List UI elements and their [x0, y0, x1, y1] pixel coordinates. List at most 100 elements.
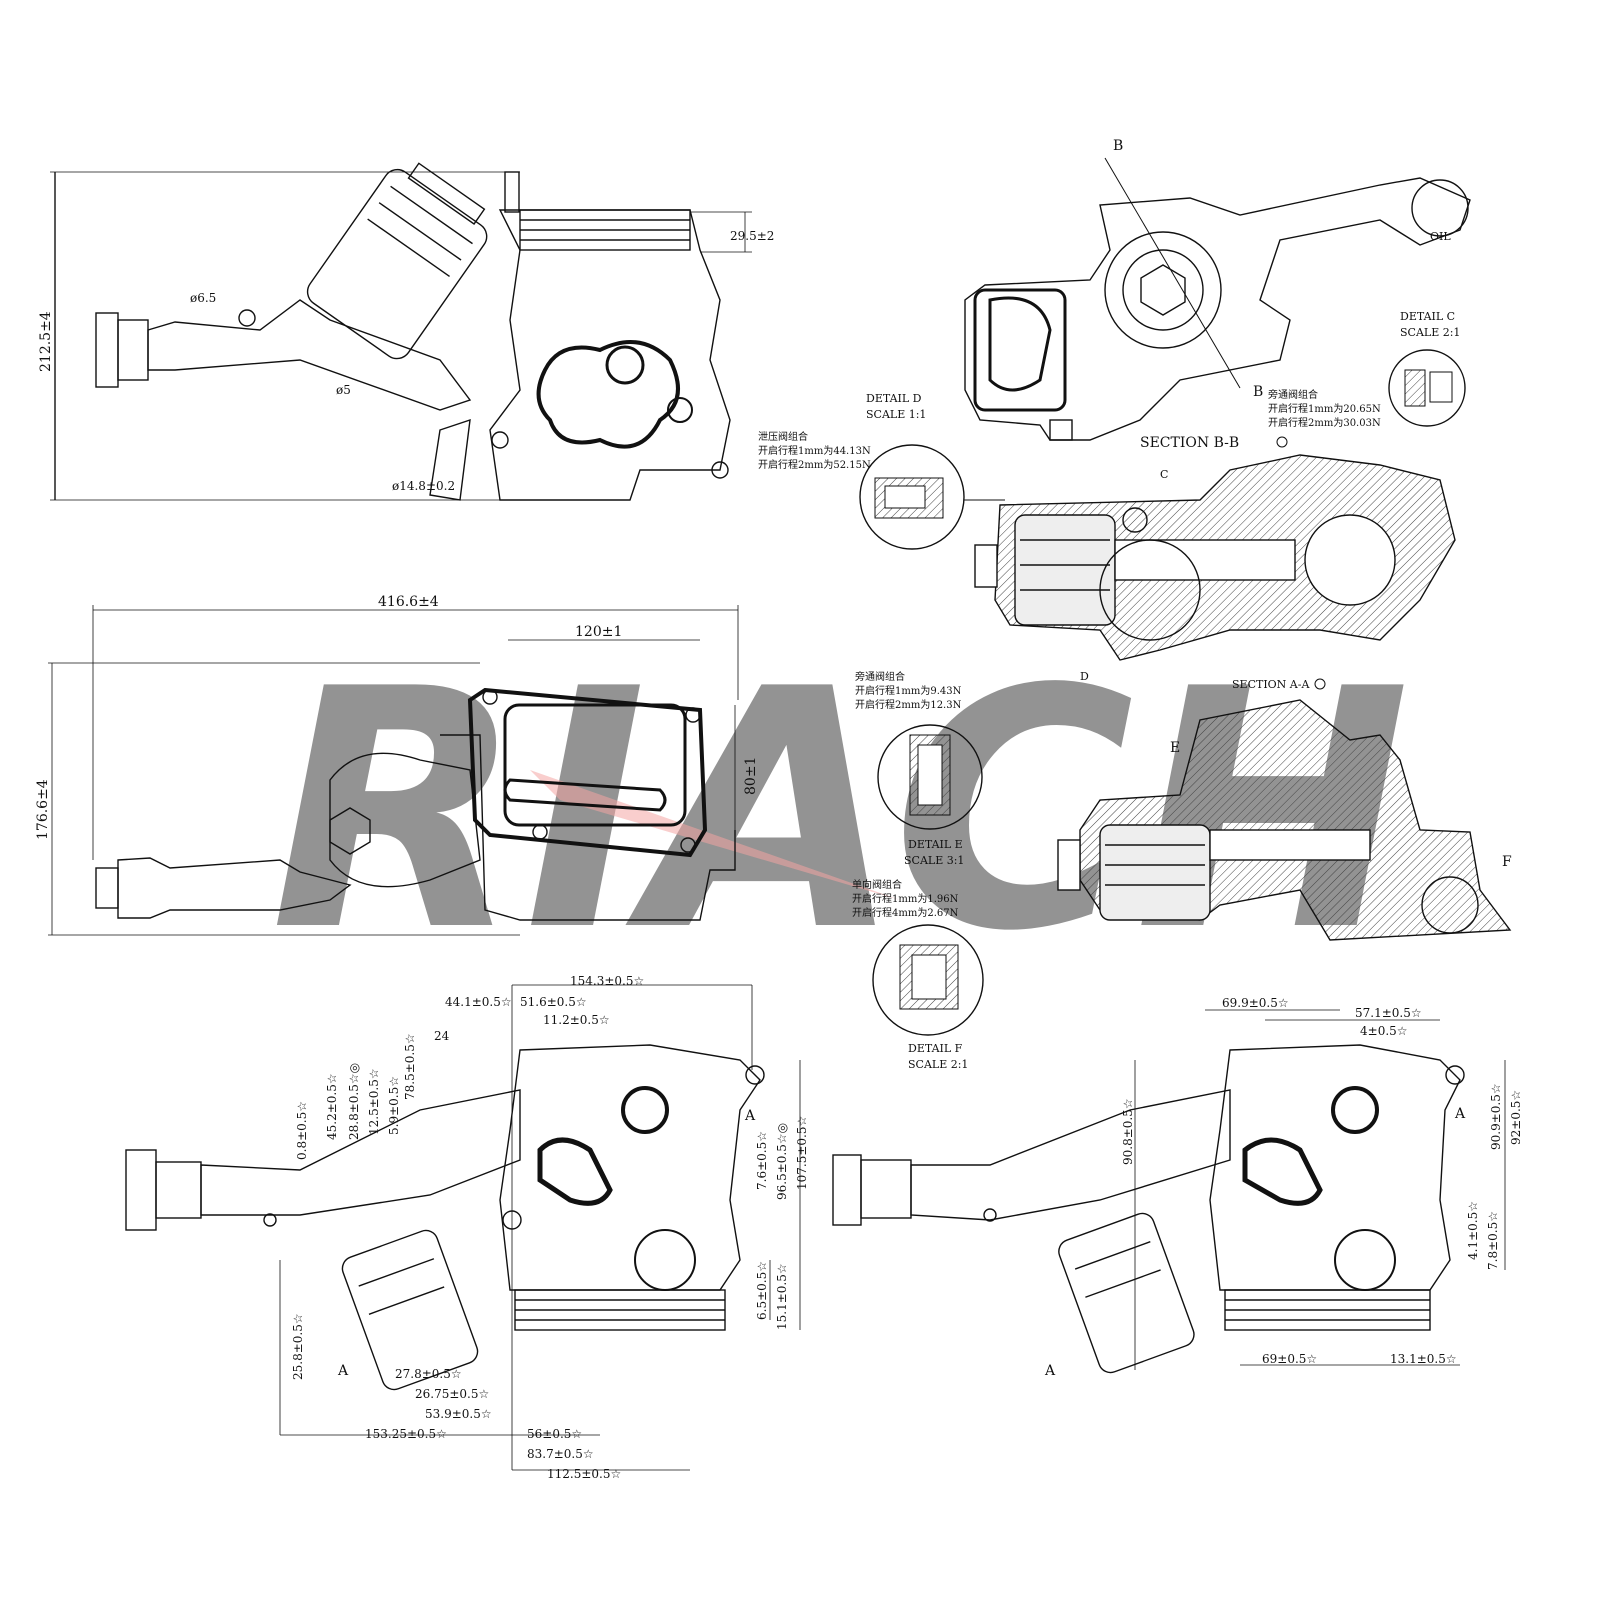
br-label-a-1: A: [1044, 1363, 1056, 1379]
br-top-dim-3: 4±0.5☆: [1360, 1024, 1408, 1038]
seal-gasket: [536, 340, 680, 449]
detail-f-line-3: 开启行程4mm为2.67N: [852, 906, 959, 919]
label-c: C: [1160, 468, 1168, 481]
hex-nut: [329, 807, 371, 855]
mount-hole: [983, 1208, 997, 1222]
bl-bottom-dim-3: 53.9±0.5☆: [425, 1407, 492, 1421]
section-aa-connector: [1057, 839, 1081, 891]
detail-c-line-1: 旁通阀组合: [1268, 388, 1318, 401]
dipstick-cap: [95, 312, 119, 388]
section-line-bb: [1104, 157, 1241, 389]
detail-c-callout: [1122, 507, 1148, 533]
detail-d-valve: [874, 477, 944, 519]
section-bb-bore: [1304, 514, 1396, 606]
bl-label-a-2: A: [744, 1108, 756, 1124]
oil-cap: [1411, 179, 1469, 237]
hex-nut: [1140, 264, 1186, 316]
label-f: F: [1502, 854, 1512, 870]
dim-overall-height: 176.6±4: [35, 779, 51, 840]
section-aa-filter: [1099, 824, 1211, 921]
bl-bottom-dim-1: 27.8±0.5☆: [395, 1367, 462, 1381]
view-middle-left: [48, 605, 739, 936]
module-body: [440, 734, 736, 921]
br-right-dim-4: 7.8±0.5☆: [1486, 1211, 1500, 1270]
label-b-bottom: B: [1253, 384, 1263, 400]
port-circle: [1331, 1086, 1379, 1134]
cooler-channel: [503, 778, 667, 812]
view-symbol: [1314, 678, 1326, 690]
section-bb: [974, 454, 1456, 661]
br-right-dim-3: 4.1±0.5☆: [1466, 1201, 1480, 1260]
bl-bottom-dim-6: 83.7±0.5☆: [527, 1447, 594, 1461]
dim-overall-width: 416.6±4: [378, 594, 439, 610]
mount-hole: [1445, 1065, 1465, 1085]
view-bottom-left-labels: 154.3±0.5☆ 44.1±0.5☆ 51.6±0.5☆ 11.2±0.5☆…: [291, 974, 809, 1481]
view-top-right: [964, 157, 1471, 441]
view-symbol: [1276, 436, 1288, 448]
module-body: [1209, 1044, 1461, 1291]
detail-c-circle: [1388, 349, 1466, 427]
detail-d-line-1: 泄压阀组合: [758, 430, 808, 443]
label-d: D: [1080, 670, 1089, 683]
detail-c-scale: SCALE 2:1: [1400, 326, 1460, 339]
detail-c-line-3: 开启行程2mm为30.03N: [1268, 416, 1381, 429]
bl-left-dim-6: 78.5±0.5☆: [403, 1033, 417, 1100]
detail-d: DETAIL D SCALE 1:1 泄压阀组合 开启行程1mm为44.13N …: [758, 392, 1005, 550]
dipstick-tube: [200, 1089, 521, 1216]
cooler-core: [503, 703, 687, 827]
br-label-a-2: A: [1454, 1106, 1466, 1122]
detail-e-title: DETAIL E: [908, 838, 963, 851]
module-body-rear: [964, 177, 1471, 441]
mount-hole: [238, 309, 256, 327]
filter-housing: [1058, 1212, 1195, 1374]
dim-cooler-width: 120±1: [575, 624, 622, 640]
bl-right-dim-2: 96.5±0.5☆◎: [775, 1123, 789, 1200]
watermark-swoosh: [530, 770, 900, 900]
cooler-channel: [988, 296, 1052, 392]
drain-stub: [1049, 419, 1073, 441]
br-top-dim-1: 69.9±0.5☆: [1222, 996, 1289, 1010]
oil-cap-text: OIL: [1430, 230, 1451, 243]
section-bb-filter: [1014, 514, 1116, 626]
detail-c-valve: [1404, 369, 1426, 407]
detail-d-piston: [884, 485, 926, 509]
view-bottom-right-labels: 69.9±0.5☆ 57.1±0.5☆ 4±0.5☆ 90.8±0.5☆ 90.…: [1044, 996, 1523, 1379]
label-e: E: [1170, 740, 1180, 756]
detail-c: DETAIL C SCALE 2:1 旁通阀组合 开启行程1mm为20.65N …: [1268, 310, 1466, 429]
detail-e-circle: [877, 724, 983, 830]
filter-cap-outer: [1104, 231, 1222, 349]
detail-f-callout: [1421, 876, 1479, 934]
bl-left-dim-3: 28.8±0.5☆◎: [347, 1063, 361, 1140]
br-right-dim-2: 92±0.5☆: [1509, 1090, 1523, 1145]
dim-hole-a: ø6.5: [190, 291, 216, 305]
bl-bottom-dim-7: 112.5±0.5☆: [547, 1467, 621, 1481]
section-aa-title: SECTION A-A: [1232, 678, 1310, 691]
view-bottom-left: [125, 984, 801, 1471]
bolt: [491, 431, 509, 449]
dim-cooler-height: 80±1: [743, 757, 759, 795]
bl-side-dim: 25.8±0.5☆: [291, 1313, 305, 1380]
section-bb-title: SECTION B-B: [1140, 435, 1239, 451]
detail-e-line-2: 开启行程1mm为9.43N: [855, 684, 962, 697]
seal-gasket: [1242, 1137, 1323, 1206]
bl-right-dim-5: 15.1±0.5☆: [775, 1263, 789, 1330]
cooler-end: [973, 288, 1067, 412]
bl-top-dim-2: 44.1±0.5☆: [445, 995, 512, 1009]
bl-left-dim-4: 12.5±0.5☆: [367, 1068, 381, 1135]
pipe-stub: [429, 418, 471, 501]
port-circle: [621, 1086, 669, 1134]
filter-housing: [306, 162, 488, 360]
bl-left-dim-2: 45.2±0.5☆: [325, 1073, 339, 1140]
dipstick-tube: [117, 857, 352, 919]
detail-d-title: DETAIL D: [866, 392, 922, 405]
view-middle-left-labels: 416.6±4 176.6±4 120±1 80±1: [35, 594, 759, 840]
section-bb-connector: [974, 544, 998, 588]
dim-hole-b: ø5: [336, 383, 351, 397]
detail-f-title: DETAIL F: [908, 1042, 963, 1055]
detail-f-line-2: 开启行程1mm为1.96N: [852, 892, 959, 905]
br-right-dim-1: 90.9±0.5☆: [1489, 1083, 1503, 1150]
dipstick-tube: [147, 299, 472, 411]
br-left-dim-text: 90.8±0.5☆: [1121, 1098, 1135, 1165]
br-bottom-dim-2: 13.1±0.5☆: [1390, 1352, 1457, 1366]
mount-hole: [263, 1213, 277, 1227]
